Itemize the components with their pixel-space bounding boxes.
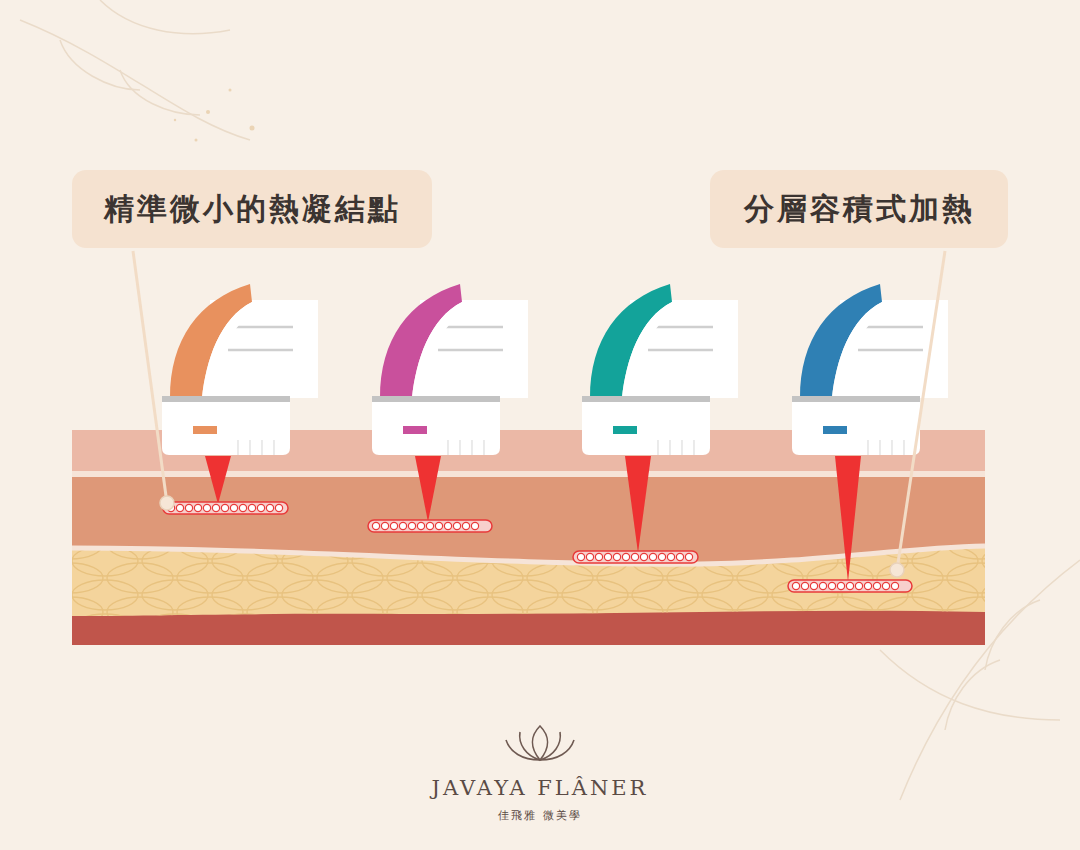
muscle-layer	[72, 430, 985, 645]
hifu-handpiece	[368, 284, 528, 532]
tick	[483, 440, 484, 455]
ultrasound-beam	[415, 456, 441, 522]
tick	[471, 440, 472, 455]
callout-text: 分層容積式加熱	[744, 189, 975, 230]
tick	[261, 440, 262, 455]
callout-text: 精準微小的熱凝結點	[104, 189, 401, 230]
leader-dot	[160, 496, 174, 510]
tick	[657, 440, 658, 455]
callout-box: 分層容積式加熱	[710, 170, 1008, 248]
gold-speckles	[174, 89, 255, 142]
card-line	[438, 349, 503, 352]
grey-band	[162, 396, 290, 402]
transducer-body	[792, 398, 920, 455]
indicator	[823, 426, 847, 434]
indicator	[403, 426, 427, 434]
grey-band	[582, 396, 710, 402]
indicator	[613, 426, 637, 434]
transducer-body	[372, 398, 500, 455]
tick	[891, 440, 892, 455]
card-line	[228, 349, 293, 352]
tick	[903, 440, 904, 455]
tick	[681, 440, 682, 455]
grey-band	[792, 396, 920, 402]
ultrasound-beam	[205, 456, 231, 504]
brand-subtitle: 佳飛雅 微美學	[498, 808, 582, 823]
transducer-body	[582, 398, 710, 455]
grey-band	[372, 396, 500, 402]
hifu-handpiece	[573, 284, 738, 563]
tick	[249, 440, 250, 455]
logo-icon	[506, 726, 574, 760]
hifu-handpiece	[162, 284, 318, 514]
thermal-coagulation-points	[163, 502, 288, 514]
tick	[459, 440, 460, 455]
tick	[867, 440, 868, 455]
thermal-coagulation-points	[788, 580, 912, 592]
tick	[237, 440, 238, 455]
ultrasound-beam	[625, 456, 651, 553]
leaf-decoration	[20, 0, 1080, 800]
tick	[879, 440, 880, 455]
card-line	[858, 349, 923, 352]
card-line	[648, 349, 713, 352]
leader-line	[898, 251, 945, 563]
thermal-coagulation-points	[368, 520, 492, 532]
fin-highlight	[412, 302, 464, 398]
tick	[447, 440, 448, 455]
leader-dot	[890, 563, 904, 577]
transducer-body	[162, 398, 290, 455]
ultrasound-beam	[835, 456, 861, 582]
fin-highlight	[622, 302, 674, 398]
leader-line	[133, 251, 166, 496]
tick	[273, 440, 274, 455]
indicator	[193, 426, 217, 434]
thermal-coagulation-points	[573, 551, 698, 563]
fin-highlight	[832, 302, 884, 398]
hifu-handpiece	[788, 284, 948, 592]
tick	[693, 440, 694, 455]
fin-highlight	[202, 302, 254, 398]
callout-box: 精準微小的熱凝結點	[72, 170, 432, 248]
brand-name: JAVAYA FLÂNER	[432, 776, 649, 800]
tick	[669, 440, 670, 455]
